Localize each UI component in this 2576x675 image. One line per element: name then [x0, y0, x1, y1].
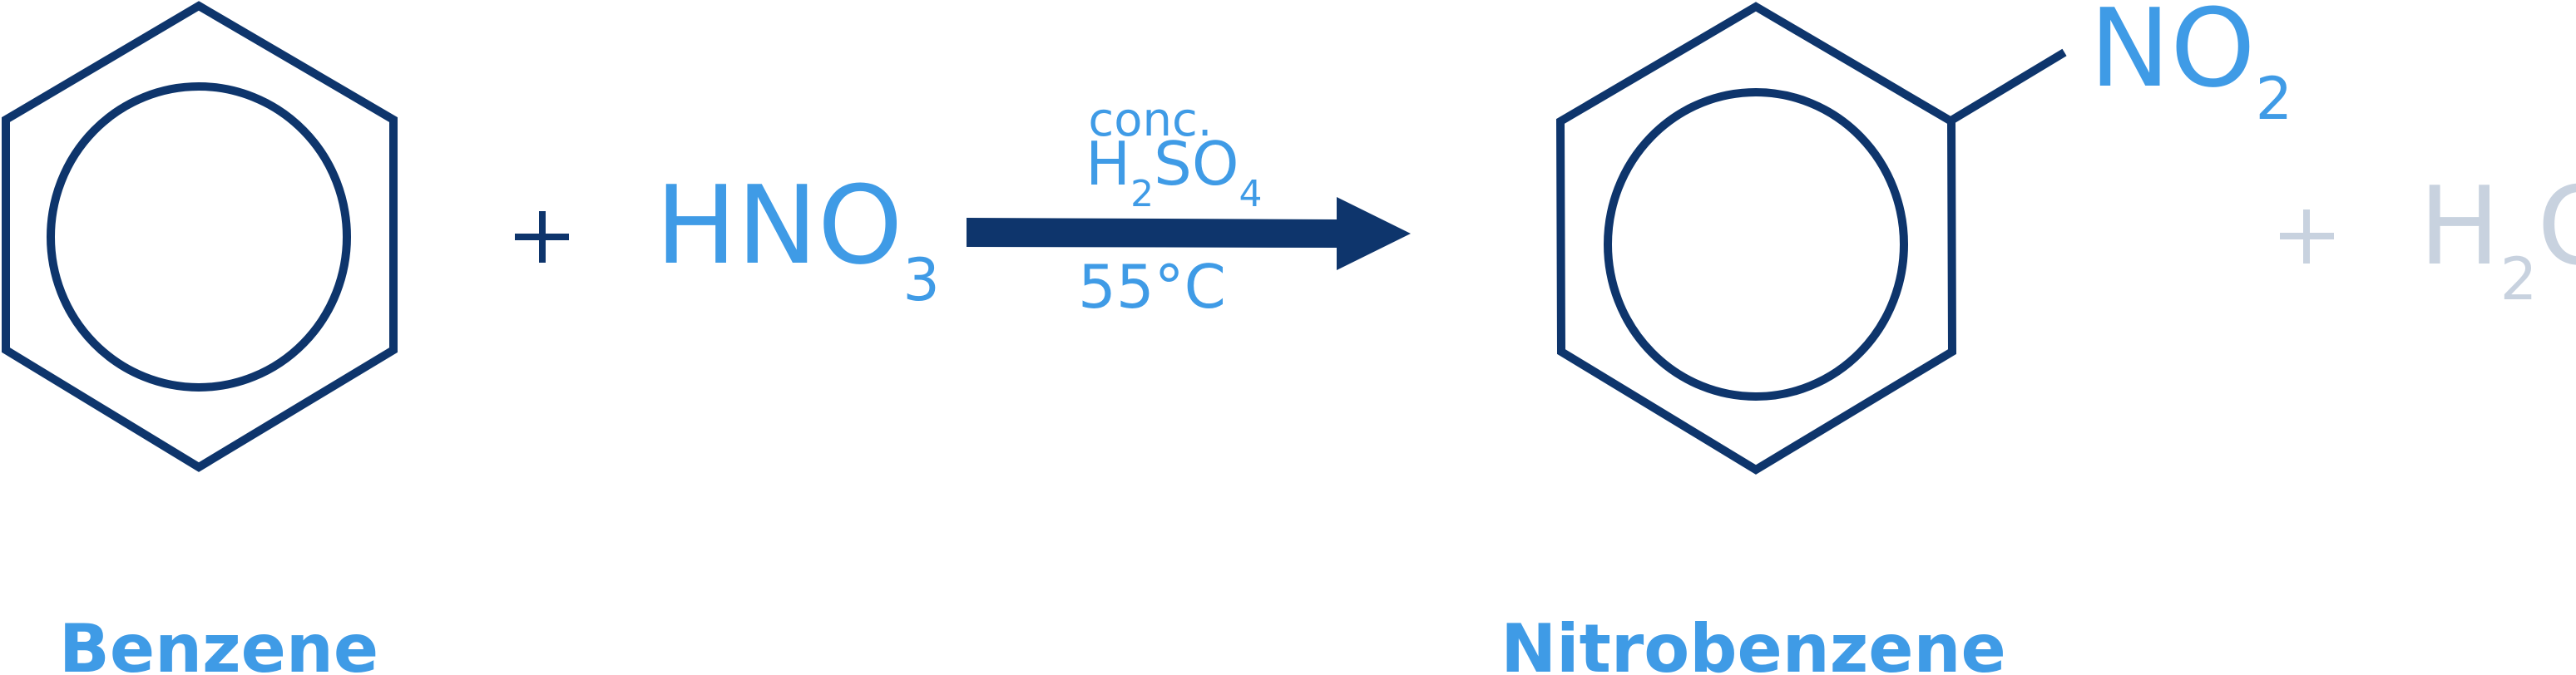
- nitric-acid-formula: HNO3: [655, 162, 940, 314]
- reaction-arrow: [967, 197, 1411, 270]
- nitro-group-formula: NO2: [2089, 0, 2292, 133]
- nitrobenzene-aromatic-circle: [1604, 88, 1908, 401]
- nitro-bond: [1947, 48, 2067, 126]
- benzene-hexagon: [1, 1, 398, 472]
- condition-catalyst: H2SO4: [1085, 129, 1263, 215]
- water-formula: H2O: [2419, 163, 2576, 313]
- plus-sign-reactants: [515, 211, 569, 263]
- nitrobenzene-label: Nitrobenzene: [1501, 610, 2006, 675]
- benzene-label: Benzene: [59, 610, 378, 675]
- condition-conc: conc.: [1088, 93, 1212, 147]
- plus-sign-products: [2280, 209, 2334, 264]
- benzene-aromatic-circle: [47, 82, 351, 392]
- nitrobenzene-structure: [1555, 2, 2067, 475]
- benzene-structure: [1, 1, 398, 472]
- condition-temperature: 55°C: [1078, 252, 1226, 322]
